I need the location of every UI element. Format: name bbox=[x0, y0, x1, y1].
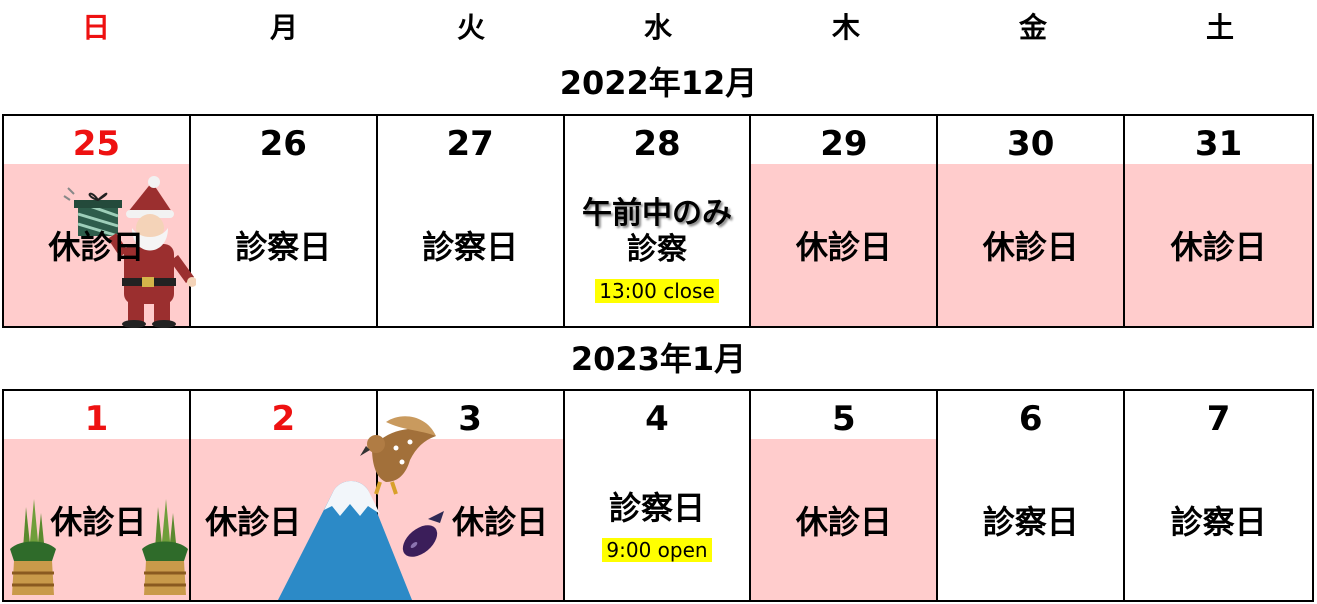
status-closed: 休診日 bbox=[795, 502, 892, 541]
calendar-week-dec: 25 bbox=[2, 114, 1314, 328]
weekday-sun: 日 bbox=[81, 11, 110, 44]
status-closed: 休診日 bbox=[50, 502, 147, 541]
mount-fuji-icon bbox=[278, 416, 436, 600]
day-body: 診察日 bbox=[378, 164, 563, 326]
calendar-week-jan: 1 休診日 2 休診日 3 bbox=[2, 389, 1314, 602]
status-line2: 診察 bbox=[626, 232, 687, 267]
day-number: 31 bbox=[1194, 124, 1243, 164]
weekday-header: 日 月 火 水 木 金 土 bbox=[0, 6, 1317, 50]
status-closed: 休診日 bbox=[982, 228, 1079, 266]
day-cell: 3 休診日 bbox=[377, 391, 565, 600]
day-body: 休診日 bbox=[751, 164, 937, 326]
day-body: 休診日 bbox=[377, 439, 563, 600]
santa-icon bbox=[63, 176, 196, 328]
day-number: 5 bbox=[832, 399, 856, 439]
hawk-icon bbox=[360, 416, 436, 495]
day-cell: 4 診察日 9:00 open bbox=[565, 391, 752, 600]
close-time-note: 13:00 close bbox=[595, 279, 719, 303]
weekday-thu: 木 bbox=[831, 11, 860, 44]
day-cell: 5 休診日 bbox=[751, 391, 939, 600]
day-cell: 7 診察日 bbox=[1125, 391, 1312, 600]
day-number: 2 bbox=[271, 399, 296, 439]
day-cell: 28 午前中のみ 診察 13:00 close bbox=[565, 116, 752, 326]
day-body: 午前中のみ 診察 13:00 close bbox=[565, 164, 750, 326]
day-number: 3 bbox=[458, 399, 482, 439]
status-open: 診察日 9:00 open bbox=[565, 489, 750, 565]
weekday-mon: 月 bbox=[269, 11, 298, 44]
day-number: 30 bbox=[1007, 124, 1055, 164]
status-open: 診察日 bbox=[235, 228, 332, 266]
day-number: 4 bbox=[645, 399, 669, 439]
day-cell: 6 診察日 bbox=[938, 391, 1126, 600]
status-closed: 休診日 bbox=[1170, 228, 1267, 266]
status-closed: 休診日 bbox=[48, 228, 145, 266]
day-number: 28 bbox=[633, 124, 681, 164]
day-body: 診察日 bbox=[938, 439, 1123, 600]
day-cell: 30 休診日 bbox=[938, 116, 1126, 326]
status-closed: 休診日 bbox=[205, 502, 302, 541]
weekday-sat: 土 bbox=[1205, 11, 1234, 44]
day-number: 1 bbox=[84, 399, 109, 439]
day-cell: 31 休診日 bbox=[1125, 116, 1312, 326]
kadomatsu-icon bbox=[10, 499, 56, 595]
status-closed: 休診日 bbox=[795, 228, 892, 266]
day-number: 25 bbox=[72, 124, 121, 164]
day-number: 26 bbox=[259, 124, 307, 164]
day-number: 7 bbox=[1206, 399, 1231, 439]
eggplant-icon bbox=[402, 511, 444, 557]
day-number: 6 bbox=[1018, 399, 1043, 439]
kadomatsu-icon bbox=[142, 499, 188, 595]
open-time-note: 9:00 open bbox=[602, 538, 712, 562]
status-line1: 午前中のみ bbox=[581, 196, 732, 231]
day-cell: 25 bbox=[4, 116, 196, 328]
status-label: 診察日 bbox=[608, 489, 705, 527]
day-body: 休診日 bbox=[751, 439, 937, 600]
status-closed: 休診日 bbox=[452, 502, 549, 541]
day-cell: 29 休診日 bbox=[751, 116, 939, 326]
status-open: 診察日 bbox=[422, 228, 519, 266]
day-body: 休診日 bbox=[4, 164, 196, 328]
weekday-fri: 金 bbox=[1018, 11, 1047, 44]
day-number: 29 bbox=[820, 124, 868, 164]
weekday-wed: 水 bbox=[643, 11, 672, 44]
status-open: 診察日 bbox=[982, 502, 1079, 541]
day-cell: 1 休診日 bbox=[4, 391, 191, 600]
day-body: 休診日 bbox=[938, 164, 1124, 326]
weekday-tue: 火 bbox=[456, 11, 485, 44]
status-half-day: 午前中のみ 診察 13:00 close bbox=[565, 196, 750, 306]
day-body: 休診日 bbox=[4, 439, 189, 600]
day-cell: 26 診察日 bbox=[191, 116, 378, 326]
month-title-dec-2022: 2022年12月 bbox=[559, 64, 758, 102]
month-title-jan-2023: 2023年1月 bbox=[570, 340, 747, 378]
status-open: 診察日 bbox=[1170, 502, 1267, 541]
day-body: 診察日 bbox=[191, 164, 376, 326]
day-body: 休診日 bbox=[1125, 164, 1312, 326]
day-number: 27 bbox=[446, 124, 494, 164]
day-body: 診察日 bbox=[1125, 439, 1312, 600]
day-body: 診察日 9:00 open bbox=[565, 439, 750, 600]
day-cell: 27 診察日 bbox=[378, 116, 565, 326]
